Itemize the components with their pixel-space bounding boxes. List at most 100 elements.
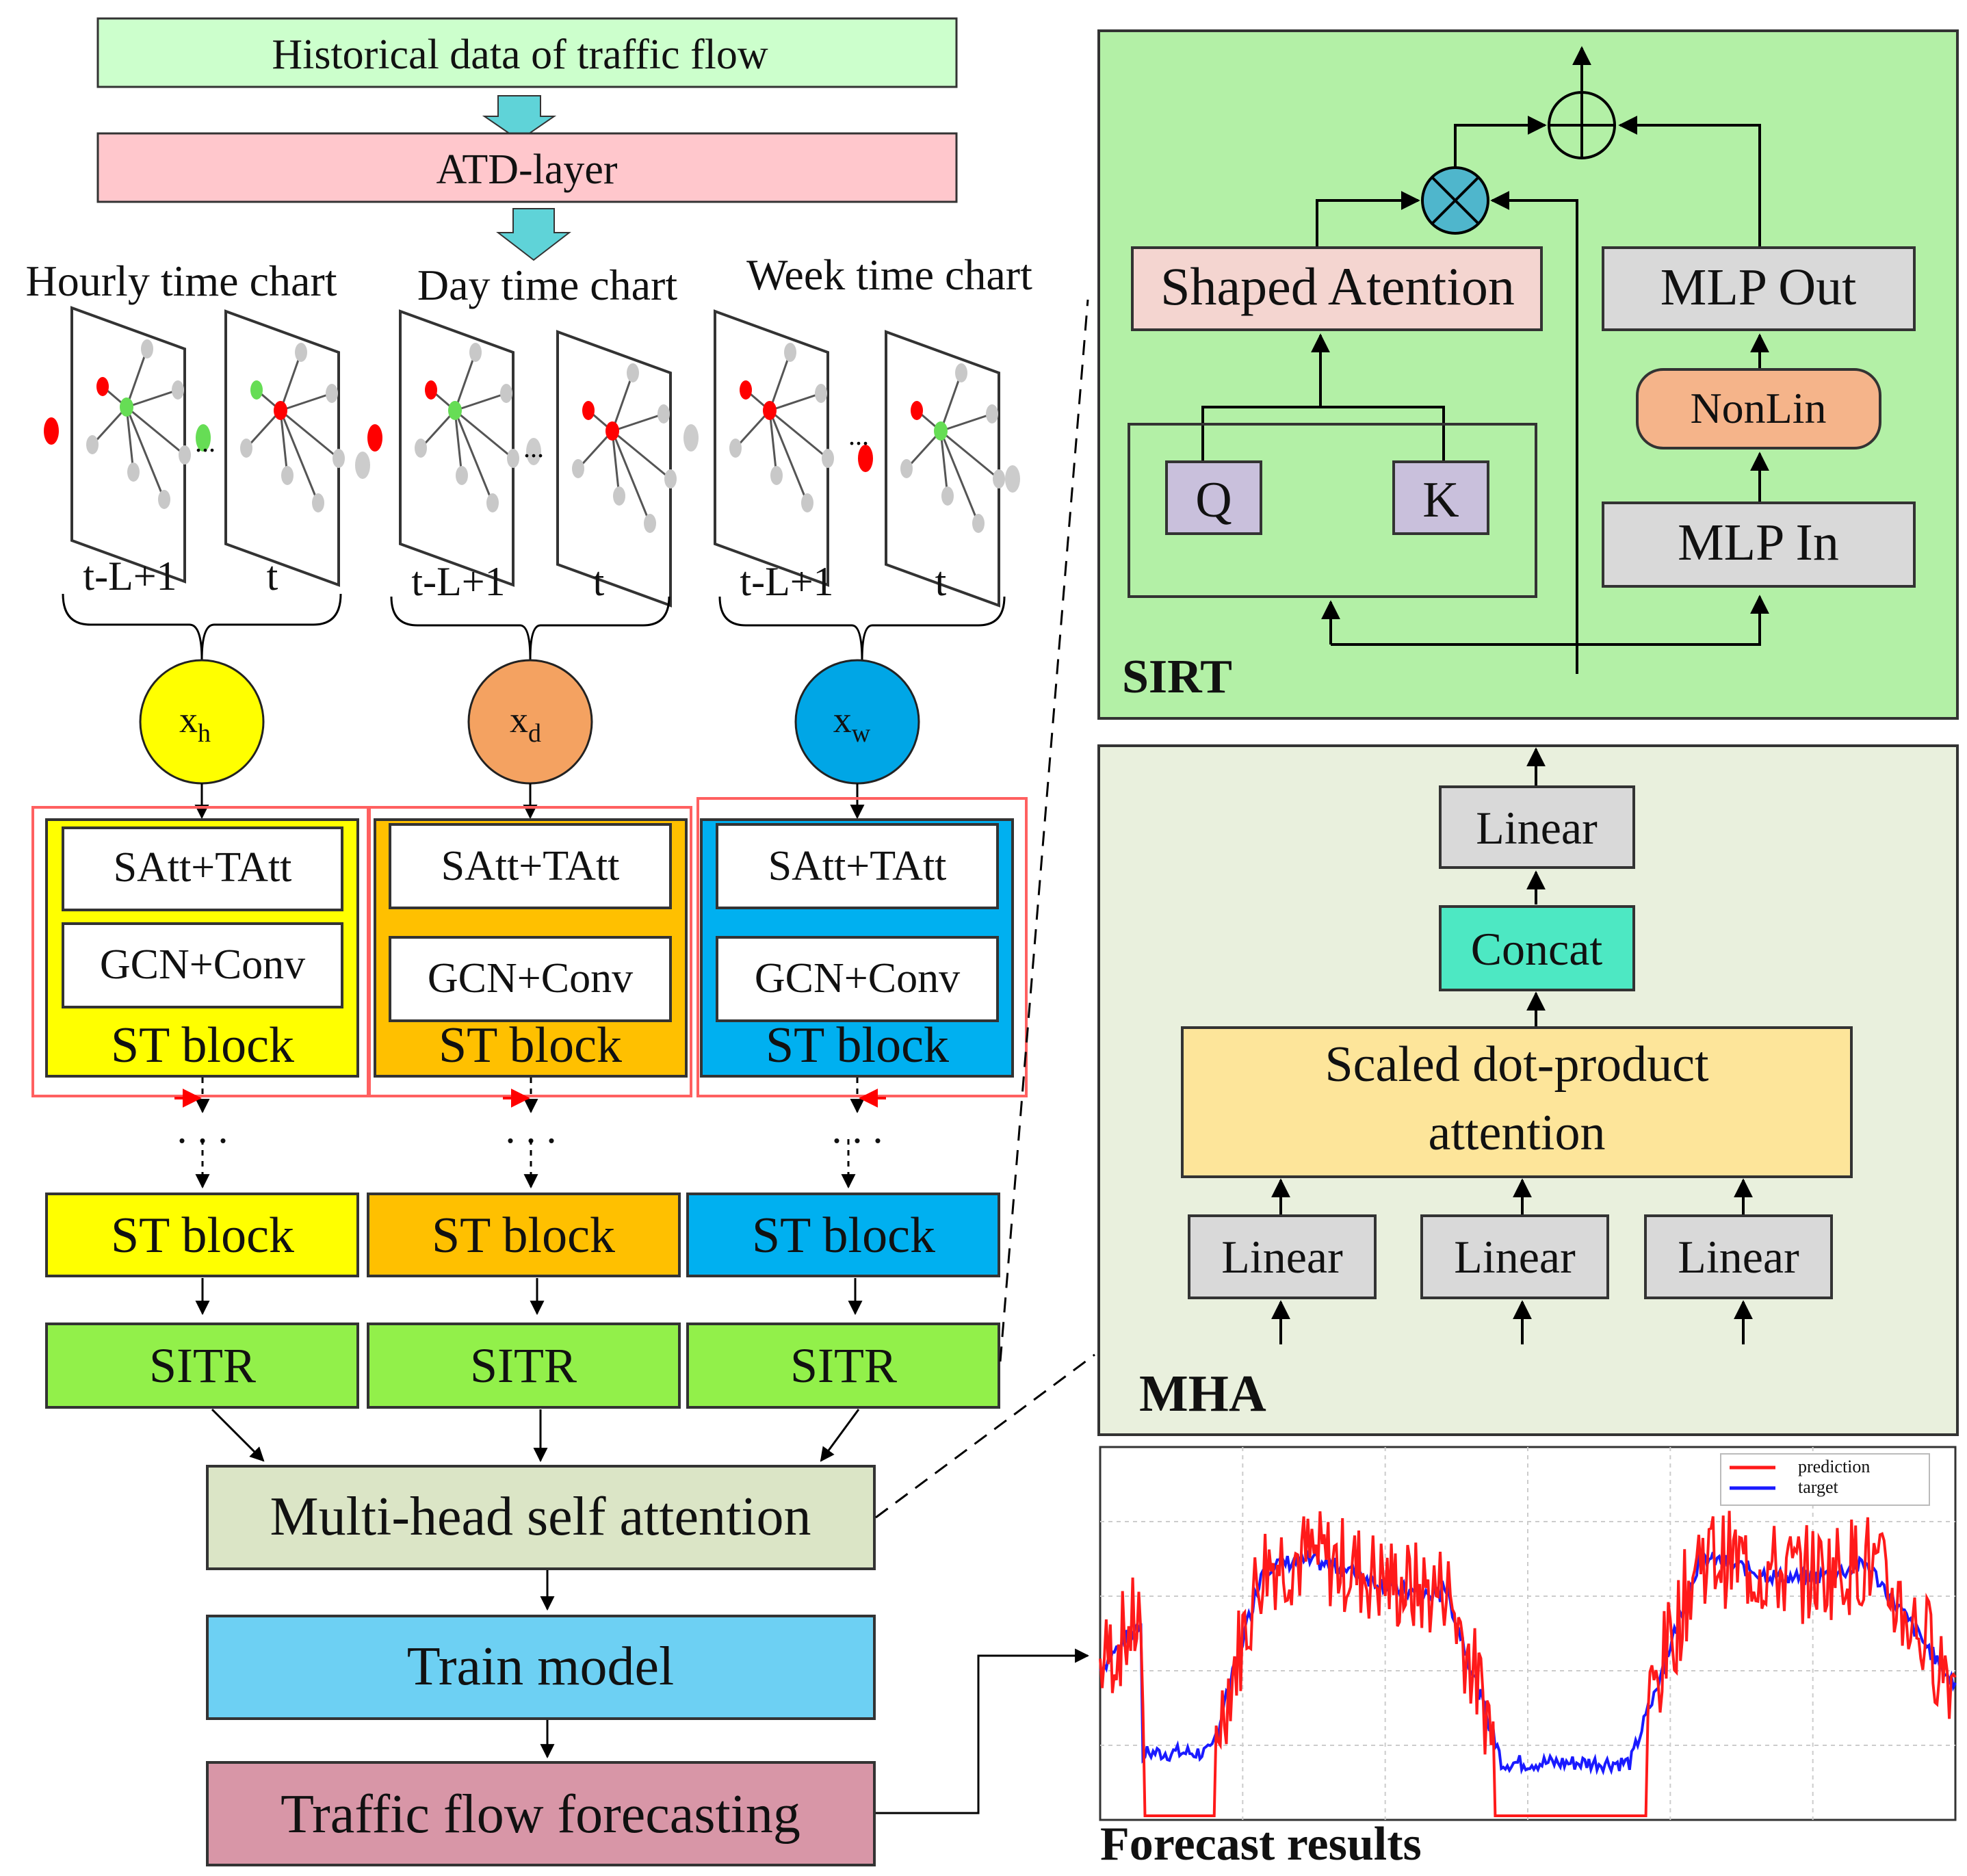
graph-plane — [556, 330, 677, 608]
forecast-to-results-arrow — [876, 1648, 1090, 1814]
qk-container — [1128, 423, 1537, 598]
k-box — [1392, 460, 1489, 535]
graph-plane — [714, 309, 834, 587]
nonlin-label: NonLin — [1690, 384, 1826, 432]
mha-linear-1-label: Linear — [1221, 1231, 1343, 1283]
mha-linear-top — [1439, 785, 1635, 869]
mha-linear-2 — [1420, 1214, 1609, 1299]
add-operator-icon — [1548, 91, 1616, 159]
week-st2-label: ST block — [752, 1208, 935, 1264]
q-label: Q — [1195, 472, 1232, 528]
forecast-results-caption: Forecast results — [1100, 1818, 1422, 1871]
hourly-end-label: t — [267, 553, 278, 599]
graph-node — [44, 417, 59, 445]
day-gcn-box — [389, 936, 672, 1022]
week-gcn-label: GCN+Conv — [755, 955, 960, 1002]
repeat-markers: . . . . . . . . . — [174, 1078, 886, 1189]
graph-node — [196, 424, 211, 452]
mul-to-add-arrow — [1454, 116, 1547, 168]
qk-join-line — [1201, 406, 1445, 462]
mhsa-label: Multi-head self attention — [270, 1487, 811, 1547]
q-box — [1165, 460, 1262, 535]
forecast-label: Traffic flow forecasting — [281, 1784, 800, 1845]
svg-text:. . .: . . . — [177, 1106, 229, 1151]
ellipsis: ... — [523, 432, 544, 463]
mlpout-to-add-arrow — [1618, 116, 1761, 248]
historical-data-label: Historical data of traffic flow — [272, 31, 768, 78]
mlp-in-label: MLP In — [1678, 514, 1839, 571]
ellipsis: ... — [195, 427, 216, 458]
hourly-st-label: ST block — [111, 1017, 294, 1073]
graph-node — [1005, 465, 1020, 493]
results-grid — [1100, 1447, 1955, 1820]
shaped-to-mul-arrow — [1316, 191, 1420, 248]
graph-node — [355, 452, 370, 479]
arrow-w-mhsa — [820, 1409, 860, 1462]
multiply-operator-icon — [1421, 166, 1489, 235]
hourly-st2-label: ST block — [111, 1208, 294, 1264]
week-start-label: t-L+1 — [740, 559, 833, 604]
xw-label: xw — [833, 699, 871, 748]
sdpa-label-line1: Scaled dot-product — [1325, 1037, 1709, 1093]
zoom-line-sirt — [999, 299, 1089, 1362]
hourly-sitr-box — [45, 1323, 359, 1409]
svg-text:. . .: . . . — [832, 1106, 883, 1151]
hourly-gcn-label: GCN+Conv — [100, 941, 305, 988]
week-st-block-2 — [686, 1193, 1000, 1277]
ellipsis: ... — [848, 420, 869, 451]
svg-text:. . .: . . . — [506, 1106, 557, 1151]
week-sitr-box — [686, 1323, 1000, 1409]
train-model-label: Train model — [407, 1637, 674, 1697]
hourly-start-label: t-L+1 — [83, 553, 177, 599]
day-chart-title: Day time chart — [417, 261, 678, 309]
mhsa-box — [206, 1465, 876, 1570]
day-sitr-box — [367, 1323, 681, 1409]
week-st-label: ST block — [766, 1017, 949, 1073]
week-end-label: t — [935, 559, 947, 604]
hourly-chart-title: Hourly time chart — [26, 257, 337, 305]
week-satt-label: SAtt+TAtt — [768, 843, 947, 889]
concat-label: Concat — [1471, 923, 1603, 975]
day-st-label: ST block — [439, 1017, 622, 1073]
hourly-brace — [62, 593, 342, 661]
week-brace — [718, 596, 1006, 662]
results-legend: prediction target — [1720, 1453, 1930, 1506]
graph-node — [367, 424, 382, 452]
graph-node — [683, 424, 699, 452]
mha-linear-1 — [1188, 1214, 1377, 1299]
mha-linear-top-label: Linear — [1476, 802, 1598, 854]
week-satt-box — [716, 823, 999, 909]
mha-linear-3 — [1644, 1214, 1833, 1299]
down-arrow-1 — [482, 95, 557, 142]
week-gcn-box — [716, 936, 999, 1022]
day-satt-label: SAtt+TAtt — [441, 843, 620, 889]
graph-plane — [70, 306, 191, 584]
input-to-mlpin-arrow — [1331, 595, 1769, 646]
forecast-box — [206, 1761, 876, 1866]
graph-node — [526, 438, 541, 465]
legend-prediction-label: prediction — [1798, 1457, 1870, 1476]
sdpa-label-line2: attention — [1429, 1105, 1606, 1161]
down-arrow-2 — [496, 208, 571, 261]
k-label: K — [1422, 472, 1459, 528]
graph-snapshots: ......... — [44, 306, 1020, 608]
day-gcn-label: GCN+Conv — [428, 955, 633, 1002]
mha-label: MHA — [1139, 1365, 1266, 1422]
graph-plane — [885, 330, 1005, 608]
mha-linear-2-label: Linear — [1454, 1231, 1576, 1283]
hourly-satt-label: SAtt+TAtt — [114, 844, 292, 891]
arrow-h-mhsa — [211, 1408, 265, 1462]
graph-plane — [224, 309, 345, 587]
nonlin-box — [1636, 368, 1881, 450]
zoom-line-mha — [875, 1353, 1095, 1519]
day-st-block-2 — [367, 1193, 681, 1277]
mlp-out-label: MLP Out — [1660, 259, 1856, 316]
mlp-in-box — [1602, 501, 1916, 588]
day-start-label: t-L+1 — [411, 559, 505, 604]
graph-node — [858, 445, 873, 472]
hourly-st-block-2 — [45, 1193, 359, 1277]
graph-plane — [399, 309, 519, 587]
legend-target-label: target — [1798, 1477, 1838, 1497]
